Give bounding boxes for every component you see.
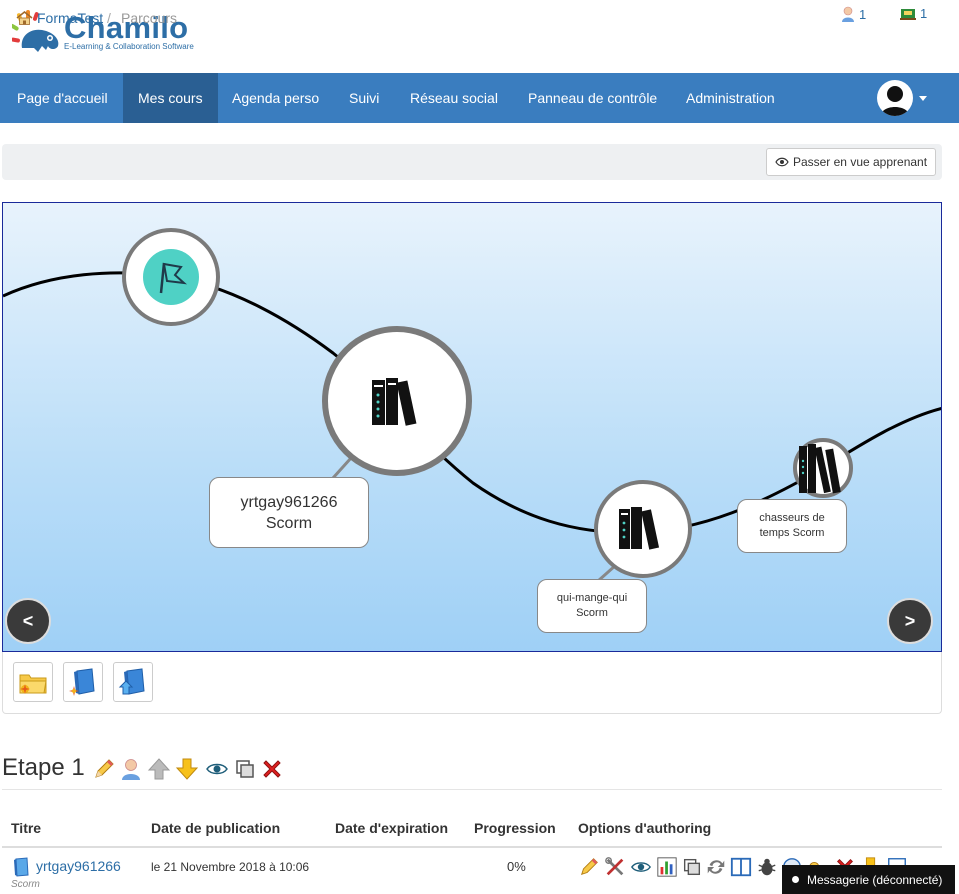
brand-name: Chamilo <box>64 10 189 45</box>
connector-line <box>331 456 353 480</box>
start-node[interactable] <box>122 228 220 326</box>
create-lp-button[interactable] <box>63 662 103 702</box>
nav-my-courses[interactable]: Mes cours <box>123 73 218 123</box>
chameleon-icon <box>10 10 59 52</box>
lp-title-link[interactable]: yrtgay961266 <box>36 858 121 874</box>
lp-type: Scorm <box>11 879 40 890</box>
nav-social-network[interactable]: Réseau social <box>410 90 498 106</box>
chamilo-logo[interactable] <box>10 10 212 56</box>
inbox-count: 1 <box>920 6 928 21</box>
inbox-icon <box>900 8 916 20</box>
scorm-node-qui-mange-qui[interactable] <box>594 480 692 578</box>
path-map-graphics <box>3 228 941 583</box>
col-header-expires[interactable]: Date d'expiration <box>335 820 449 836</box>
books-icon <box>619 507 660 550</box>
scorm-book-icon <box>14 857 29 877</box>
chat-status-dot-icon <box>792 876 799 883</box>
nav-control-panel[interactable]: Panneau de contrôle <box>528 90 658 106</box>
node-label-line: Scorm <box>576 607 608 619</box>
chat-label: Messagerie (déconnecté) <box>807 872 943 887</box>
user-avatar[interactable] <box>877 80 913 116</box>
sync-icon[interactable] <box>705 856 727 878</box>
edit-pencil-icon[interactable] <box>92 757 116 781</box>
map-next-button[interactable]: > <box>887 598 933 644</box>
node-label-line: yrtgay961266 <box>240 493 338 511</box>
folder-new-icon <box>19 674 47 694</box>
breadcrumb-course-link[interactable]: FormaTest <box>16 10 103 26</box>
brand-tagline: E-Learning & Collaboration Software <box>64 42 194 51</box>
breadcrumb-course-label: FormaTest <box>37 10 104 26</box>
delete-icon[interactable] <box>260 757 284 781</box>
table-header-divider <box>2 846 942 848</box>
nav-agenda[interactable]: Agenda perso <box>232 90 320 106</box>
node-label-yrtgay[interactable]: yrtgay961266 Scorm <box>209 477 369 548</box>
breadcrumb-separator: / <box>107 10 111 26</box>
map-prev-button[interactable]: < <box>5 598 51 644</box>
eye-icon <box>775 157 789 167</box>
node-label-line: Scorm <box>265 514 313 532</box>
eye-icon[interactable] <box>630 856 652 878</box>
node-label-line: chasseurs de <box>759 512 825 524</box>
col-header-title[interactable]: Titre <box>11 820 42 836</box>
lp-published-date: le 21 Novembre 2018 à 10:06 <box>151 860 310 874</box>
student-view-button[interactable]: Passer en vue apprenant <box>766 148 936 176</box>
col-header-published[interactable]: Date de publication <box>151 820 281 836</box>
book-import-icon <box>118 668 145 695</box>
stats-icon[interactable] <box>656 856 678 878</box>
debug-bug-icon[interactable] <box>756 856 778 878</box>
node-label-line: temps Scorm <box>759 527 825 539</box>
lp-progress: 0% <box>507 859 526 874</box>
books-icon <box>799 444 841 494</box>
main-navbar: Page d'accueil Mes cours Agenda perso Su… <box>0 73 959 123</box>
user-menu-caret-icon[interactable] <box>919 96 927 101</box>
nav-administration[interactable]: Administration <box>686 90 775 106</box>
settings-tools-icon[interactable] <box>604 856 626 878</box>
edit-pencil-icon[interactable] <box>578 856 600 878</box>
copy-icon[interactable] <box>233 757 257 781</box>
avatar-silhouette-icon <box>881 86 909 116</box>
section-divider <box>2 789 942 790</box>
nav-tracking[interactable]: Suivi <box>349 90 380 106</box>
learning-path-map: yrtgay961266 Scorm qui-mange-qui Scorm c… <box>2 202 942 652</box>
layout-icon[interactable] <box>730 856 752 878</box>
inbox-counter[interactable]: 1 <box>900 6 927 21</box>
copy-icon[interactable] <box>681 856 703 878</box>
eye-icon[interactable] <box>205 757 229 781</box>
user-icon <box>842 6 854 22</box>
flag-icon <box>159 262 188 294</box>
nav-home[interactable]: Page d'accueil <box>17 90 108 106</box>
home-icon <box>16 11 33 25</box>
users-online-count: 1 <box>859 6 867 22</box>
col-header-options: Options d'authoring <box>578 820 712 836</box>
arrow-down-icon[interactable] <box>175 757 199 781</box>
scorm-node-chasseurs[interactable] <box>793 438 853 498</box>
chat-bar[interactable]: Messagerie (déconnecté) <box>782 865 955 894</box>
users-online[interactable]: 1 <box>841 6 866 22</box>
section-title: Etape 1 <box>2 754 85 781</box>
book-new-icon <box>69 668 95 696</box>
node-label-line: qui-mange-qui <box>556 592 628 604</box>
user-icon[interactable] <box>119 757 143 781</box>
import-lp-button[interactable] <box>113 662 153 702</box>
student-view-label: Passer en vue apprenant <box>792 155 928 169</box>
scorm-node-yrtgay[interactable] <box>322 326 472 476</box>
add-category-button[interactable] <box>13 662 53 702</box>
books-icon <box>372 378 417 426</box>
col-header-progress[interactable]: Progression <box>474 820 556 836</box>
lp-toolbar <box>2 652 942 714</box>
breadcrumb-current: Parcours <box>121 10 178 26</box>
node-label-qui-mange-qui[interactable]: qui-mange-qui Scorm <box>537 579 647 633</box>
node-label-chasseurs[interactable]: chasseurs de temps Scorm <box>737 499 847 553</box>
arrow-up-icon[interactable] <box>147 757 171 781</box>
